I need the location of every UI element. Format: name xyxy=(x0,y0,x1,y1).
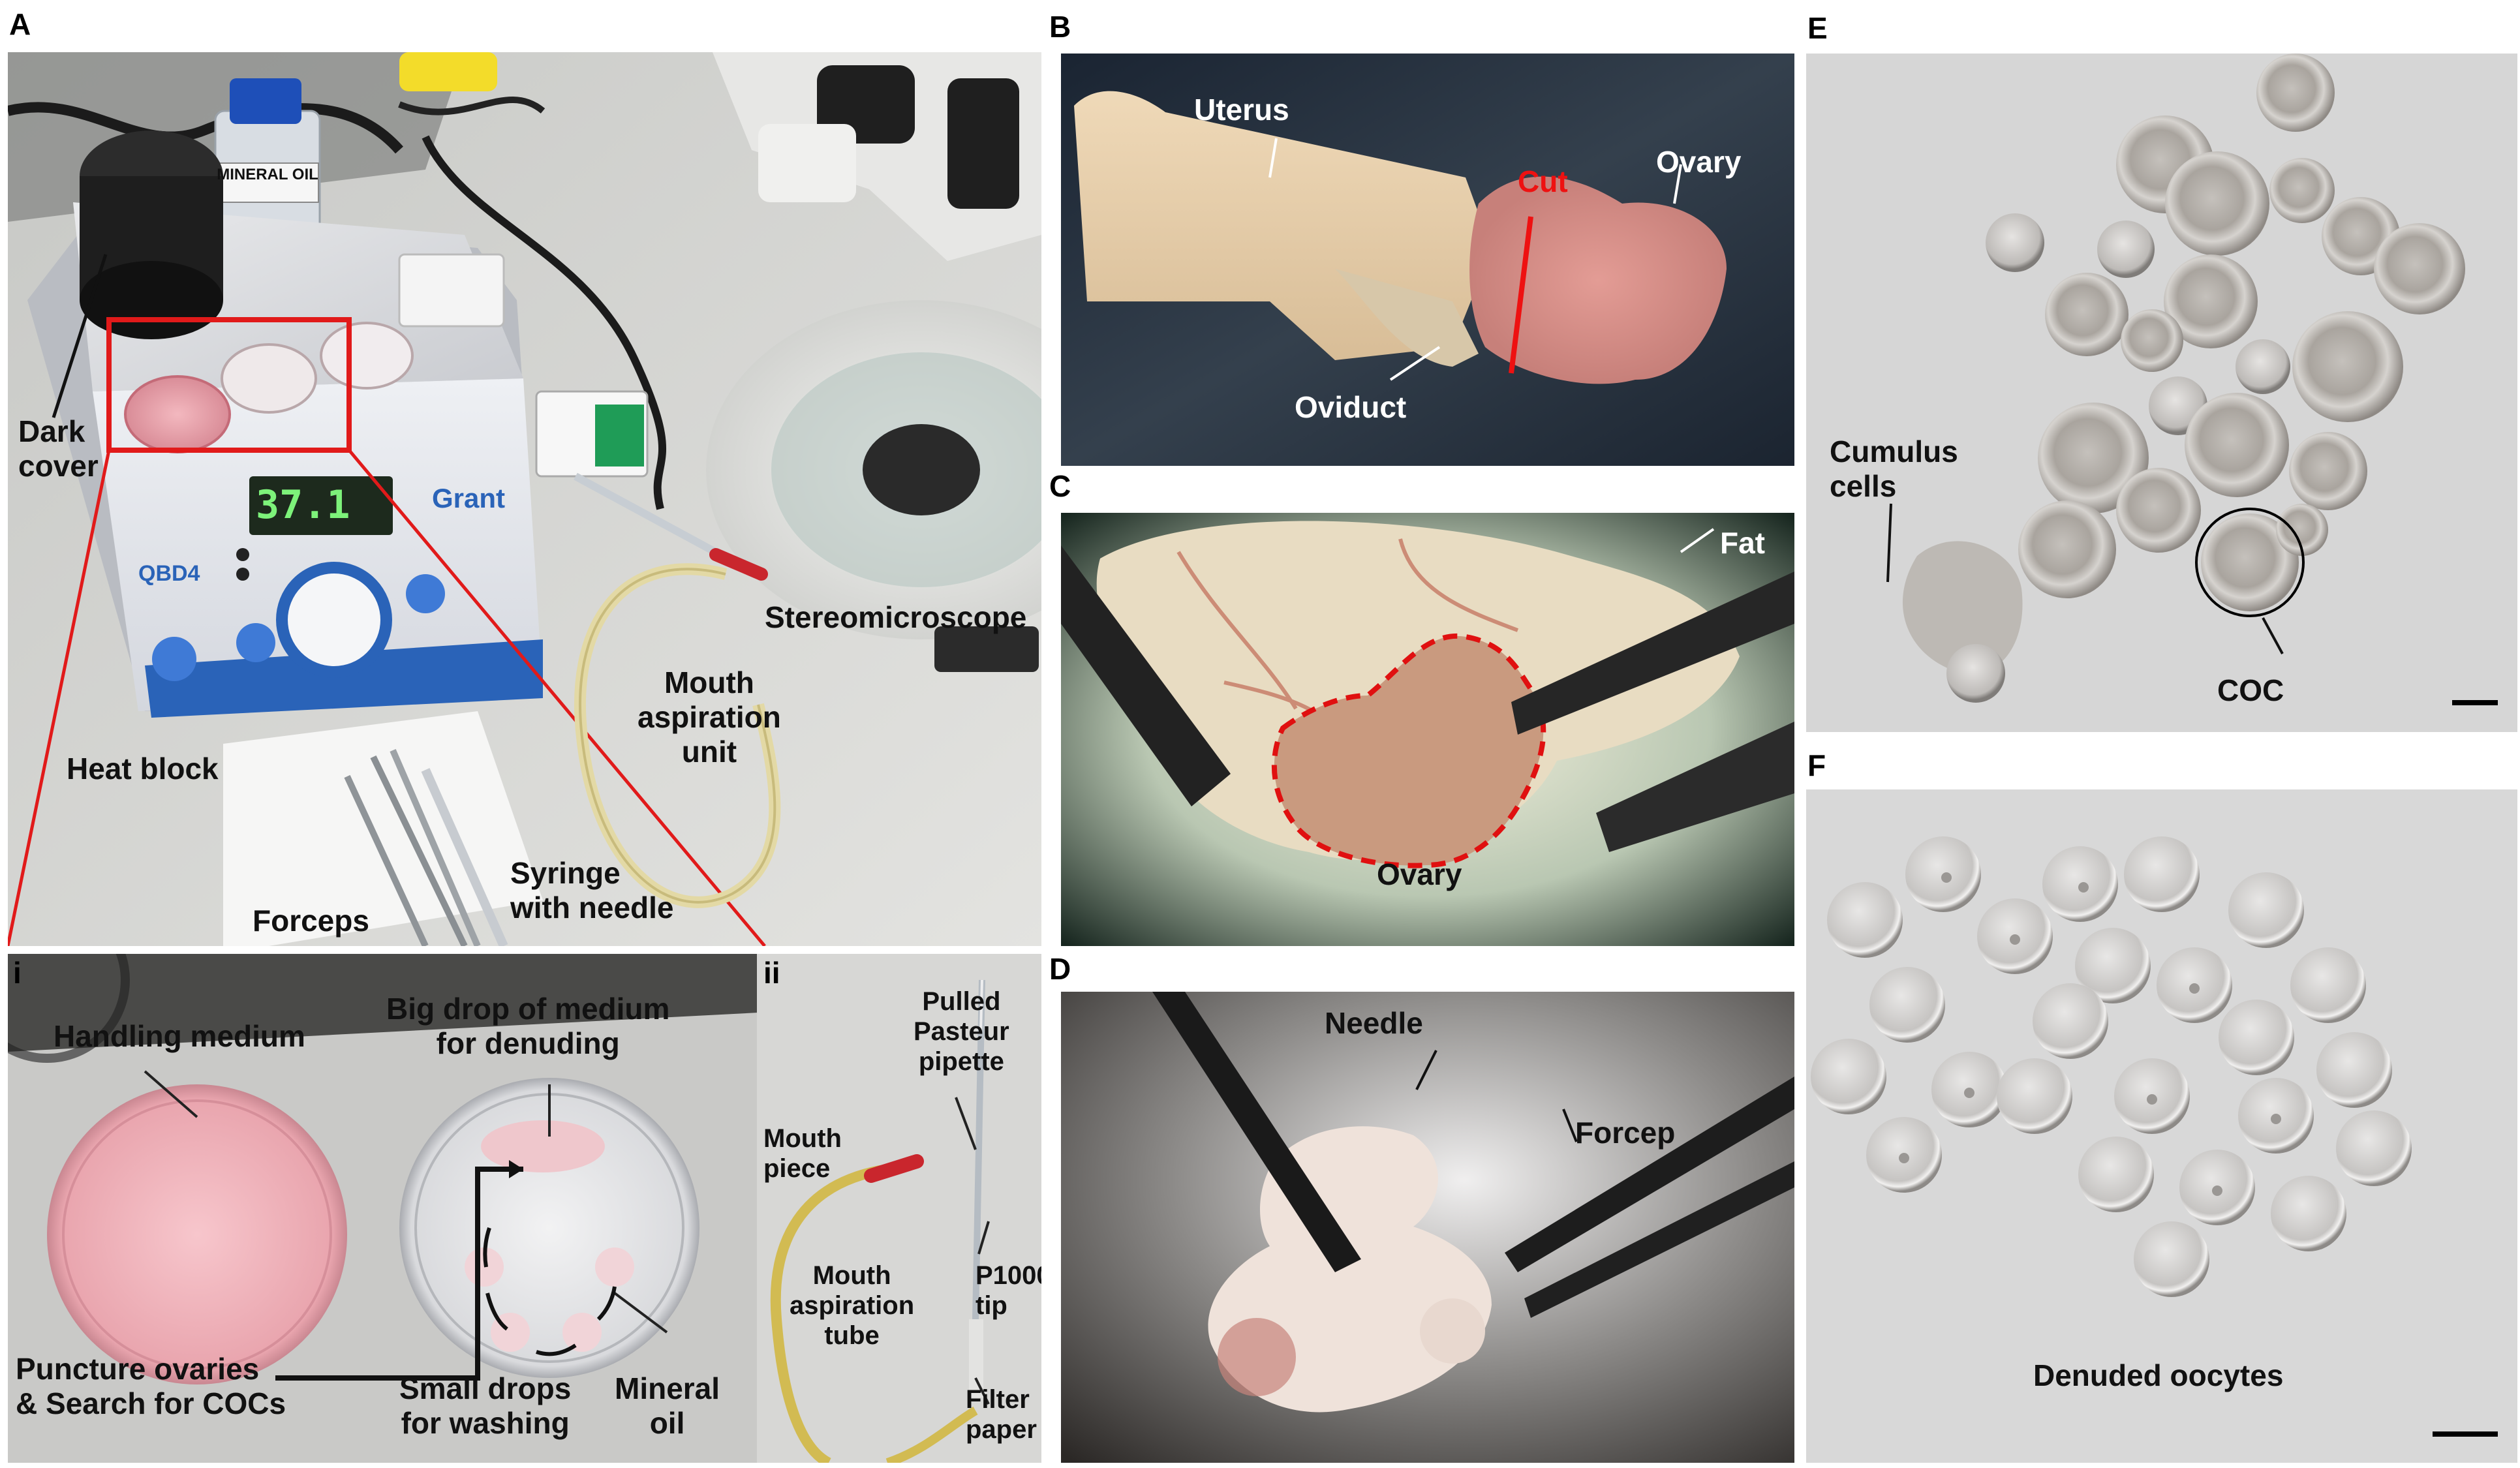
stereomicroscope-label: Stereomicroscope xyxy=(765,600,1027,634)
uterus-ovary-illustration xyxy=(1061,54,1794,466)
panel-letter-d: D xyxy=(1049,952,1071,986)
handling-medium-label: Handling medium xyxy=(54,1019,305,1053)
ovary-label: Ovary xyxy=(1656,145,1742,179)
pulled-pasteur-label: Pulled Pasteur pipette xyxy=(914,987,1009,1076)
heat-block-brand: Grant xyxy=(432,483,506,513)
panel-letter-e: E xyxy=(1807,11,1828,45)
uterus-label: Uterus xyxy=(1194,93,1289,127)
cumulus-cells-label: Cumulus cells xyxy=(1830,435,1958,503)
panel-letter-aii: ii xyxy=(763,956,780,990)
ovary-puncture-illustration xyxy=(1061,992,1794,1463)
fat-label: Fat xyxy=(1720,526,1765,560)
panel-e-photo: Cumulus cells COC xyxy=(1806,54,2517,732)
panel-b-photo: Uterus Cut Ovary Oviduct xyxy=(1061,54,1794,466)
heat-block-model: QBD4 xyxy=(138,561,200,586)
mouth-aspiration-tube-label: Mouth aspiration tube xyxy=(790,1261,915,1350)
ovary-dissection-illustration xyxy=(1061,513,1794,946)
panel-letter-b: B xyxy=(1049,10,1071,44)
heat-block-label: Heat block xyxy=(67,752,219,786)
syringe-label: Syringe with needle xyxy=(510,856,674,925)
filter-paper-label: Filter paper xyxy=(966,1385,1037,1444)
cut-label: Cut xyxy=(1518,164,1568,198)
lab-bench-illustration xyxy=(8,52,1041,946)
panel-c-photo: Fat Ovary xyxy=(1061,513,1794,946)
big-drop-label: Big drop of medium for denuding xyxy=(386,992,670,1060)
mineral-oil-label: Mineral oil xyxy=(615,1371,720,1440)
needle-label: Needle xyxy=(1325,1006,1423,1040)
aspiration-unit-illustration xyxy=(757,954,1041,1463)
panel-letter-c: C xyxy=(1049,469,1071,503)
dark-cover-label: Dark cover xyxy=(18,414,99,483)
panel-aii-photo: ii Pulled Pasteur pipette Mouth piece Mo… xyxy=(757,954,1041,1463)
ovary-label-c: Ovary xyxy=(1377,857,1462,891)
dishes-illustration xyxy=(8,954,758,1463)
panel-d-photo: Needle Forcep xyxy=(1061,992,1794,1463)
panel-a-photo: MINERAL OIL Dark cover 37.1 Grant QBD4 S… xyxy=(8,52,1041,946)
panel-f-photo: Denuded oocytes xyxy=(1806,789,2517,1463)
small-drops-label: Small drops for washing xyxy=(399,1371,572,1440)
mouth-piece-label: Mouth piece xyxy=(763,1124,842,1183)
oviduct-label: Oviduct xyxy=(1295,390,1407,424)
coc-label: COC xyxy=(2217,673,2284,707)
coc-micrograph-illustration xyxy=(1806,54,2517,732)
mineral-oil-bottle-label: MINERAL OIL xyxy=(217,166,318,183)
p1000-tip-label: P1000 tip xyxy=(976,1261,1041,1320)
heat-block-display: 37.1 xyxy=(256,482,350,528)
panel-letter-a: A xyxy=(9,7,31,41)
panel-letter-f: F xyxy=(1807,748,1826,782)
panel-ai-photo: i Handling medium Big drop of medium for… xyxy=(8,954,758,1463)
panel-letter-ai: i xyxy=(13,956,22,990)
forcep-label: Forcep xyxy=(1575,1116,1676,1150)
denuded-oocytes-label: Denuded oocytes xyxy=(2033,1358,2284,1392)
puncture-ovaries-label: Puncture ovaries & Search for COCs xyxy=(16,1352,286,1420)
denuded-oocytes-illustration xyxy=(1806,789,2517,1463)
forceps-label: Forceps xyxy=(253,904,369,938)
mouth-aspiration-unit-label: Mouth aspiration unit xyxy=(638,665,781,769)
